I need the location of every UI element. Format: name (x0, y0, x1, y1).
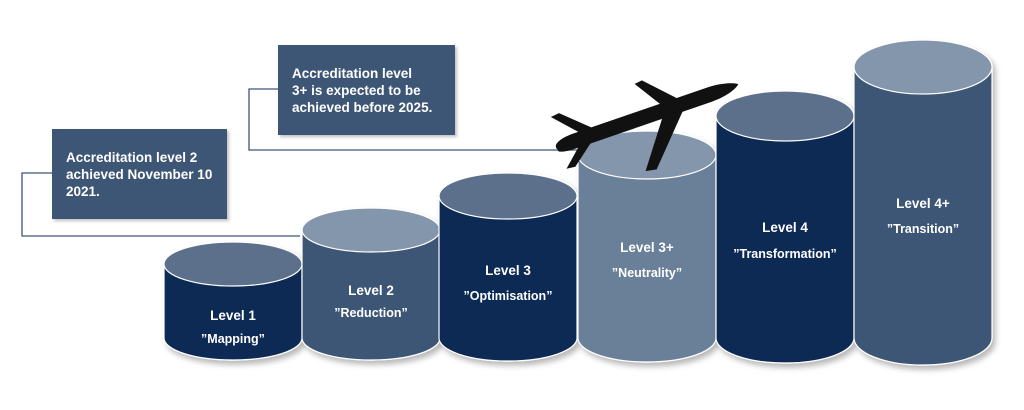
cylinder-group: Level 1 ”Mapping” Level 2 ”Reduction” Level … (163, 39, 993, 366)
level-label: Level 3 (485, 263, 531, 278)
callout-level2-achieved: Accreditation level 2 achieved November … (52, 129, 227, 219)
airplane-body (555, 83, 739, 152)
airplane-wing-back (634, 80, 678, 105)
cylinder-top (438, 172, 578, 220)
callout-level3plus-target: Accreditation level 3+ is expected to be… (278, 45, 455, 135)
callout-line: achieved November 10 (66, 167, 213, 182)
cylinder-top (163, 241, 303, 287)
cylinder-body (438, 195, 578, 362)
level-label: Level 2 (348, 283, 394, 298)
cylinder-body (163, 263, 303, 361)
connector-line-2021 (21, 172, 300, 237)
level-label: Level 4+ (896, 196, 950, 211)
callout-line: 2021. (66, 184, 100, 199)
level-name: ”Optimisation” (464, 289, 553, 303)
airplane-wing-front (645, 109, 684, 172)
cylinder-top (715, 90, 855, 142)
level-label: Level 4 (762, 220, 808, 235)
cylinder-level-6 (853, 39, 993, 366)
cylinder-level-1 (163, 241, 303, 361)
cylinder-body (577, 154, 717, 363)
level-label: Level 1 (210, 308, 256, 323)
cylinder-level-2 (301, 207, 441, 361)
callout-line: Accreditation level (292, 66, 413, 81)
cylinder-body (715, 115, 855, 364)
cylinder-top (853, 39, 993, 95)
level-name: ”Mapping” (201, 332, 265, 346)
callout-line: Accreditation level 2 (66, 150, 198, 165)
cylinder-level-5 (715, 90, 855, 364)
level-label: Level 3+ (620, 240, 674, 255)
level-name: ”Reduction” (334, 306, 408, 320)
airplane-tail-stab (566, 142, 592, 169)
cylinder-body (301, 229, 441, 361)
callout-line: 3+ is expected to be (292, 83, 421, 98)
airplane-tail-fin (550, 113, 593, 133)
level-name: ”Transformation” (733, 247, 837, 261)
connector-line-2025 (248, 88, 590, 151)
cylinder-body (853, 66, 993, 366)
level-name: ”Neutrality” (612, 266, 682, 280)
cylinder-level-3 (438, 172, 578, 362)
airplane-icon (550, 80, 739, 172)
callout-line: achieved before 2025. (292, 100, 433, 115)
cylinder-level-4 (577, 130, 717, 363)
cylinder-top (301, 207, 441, 253)
level-name: ”Transition” (887, 222, 959, 236)
